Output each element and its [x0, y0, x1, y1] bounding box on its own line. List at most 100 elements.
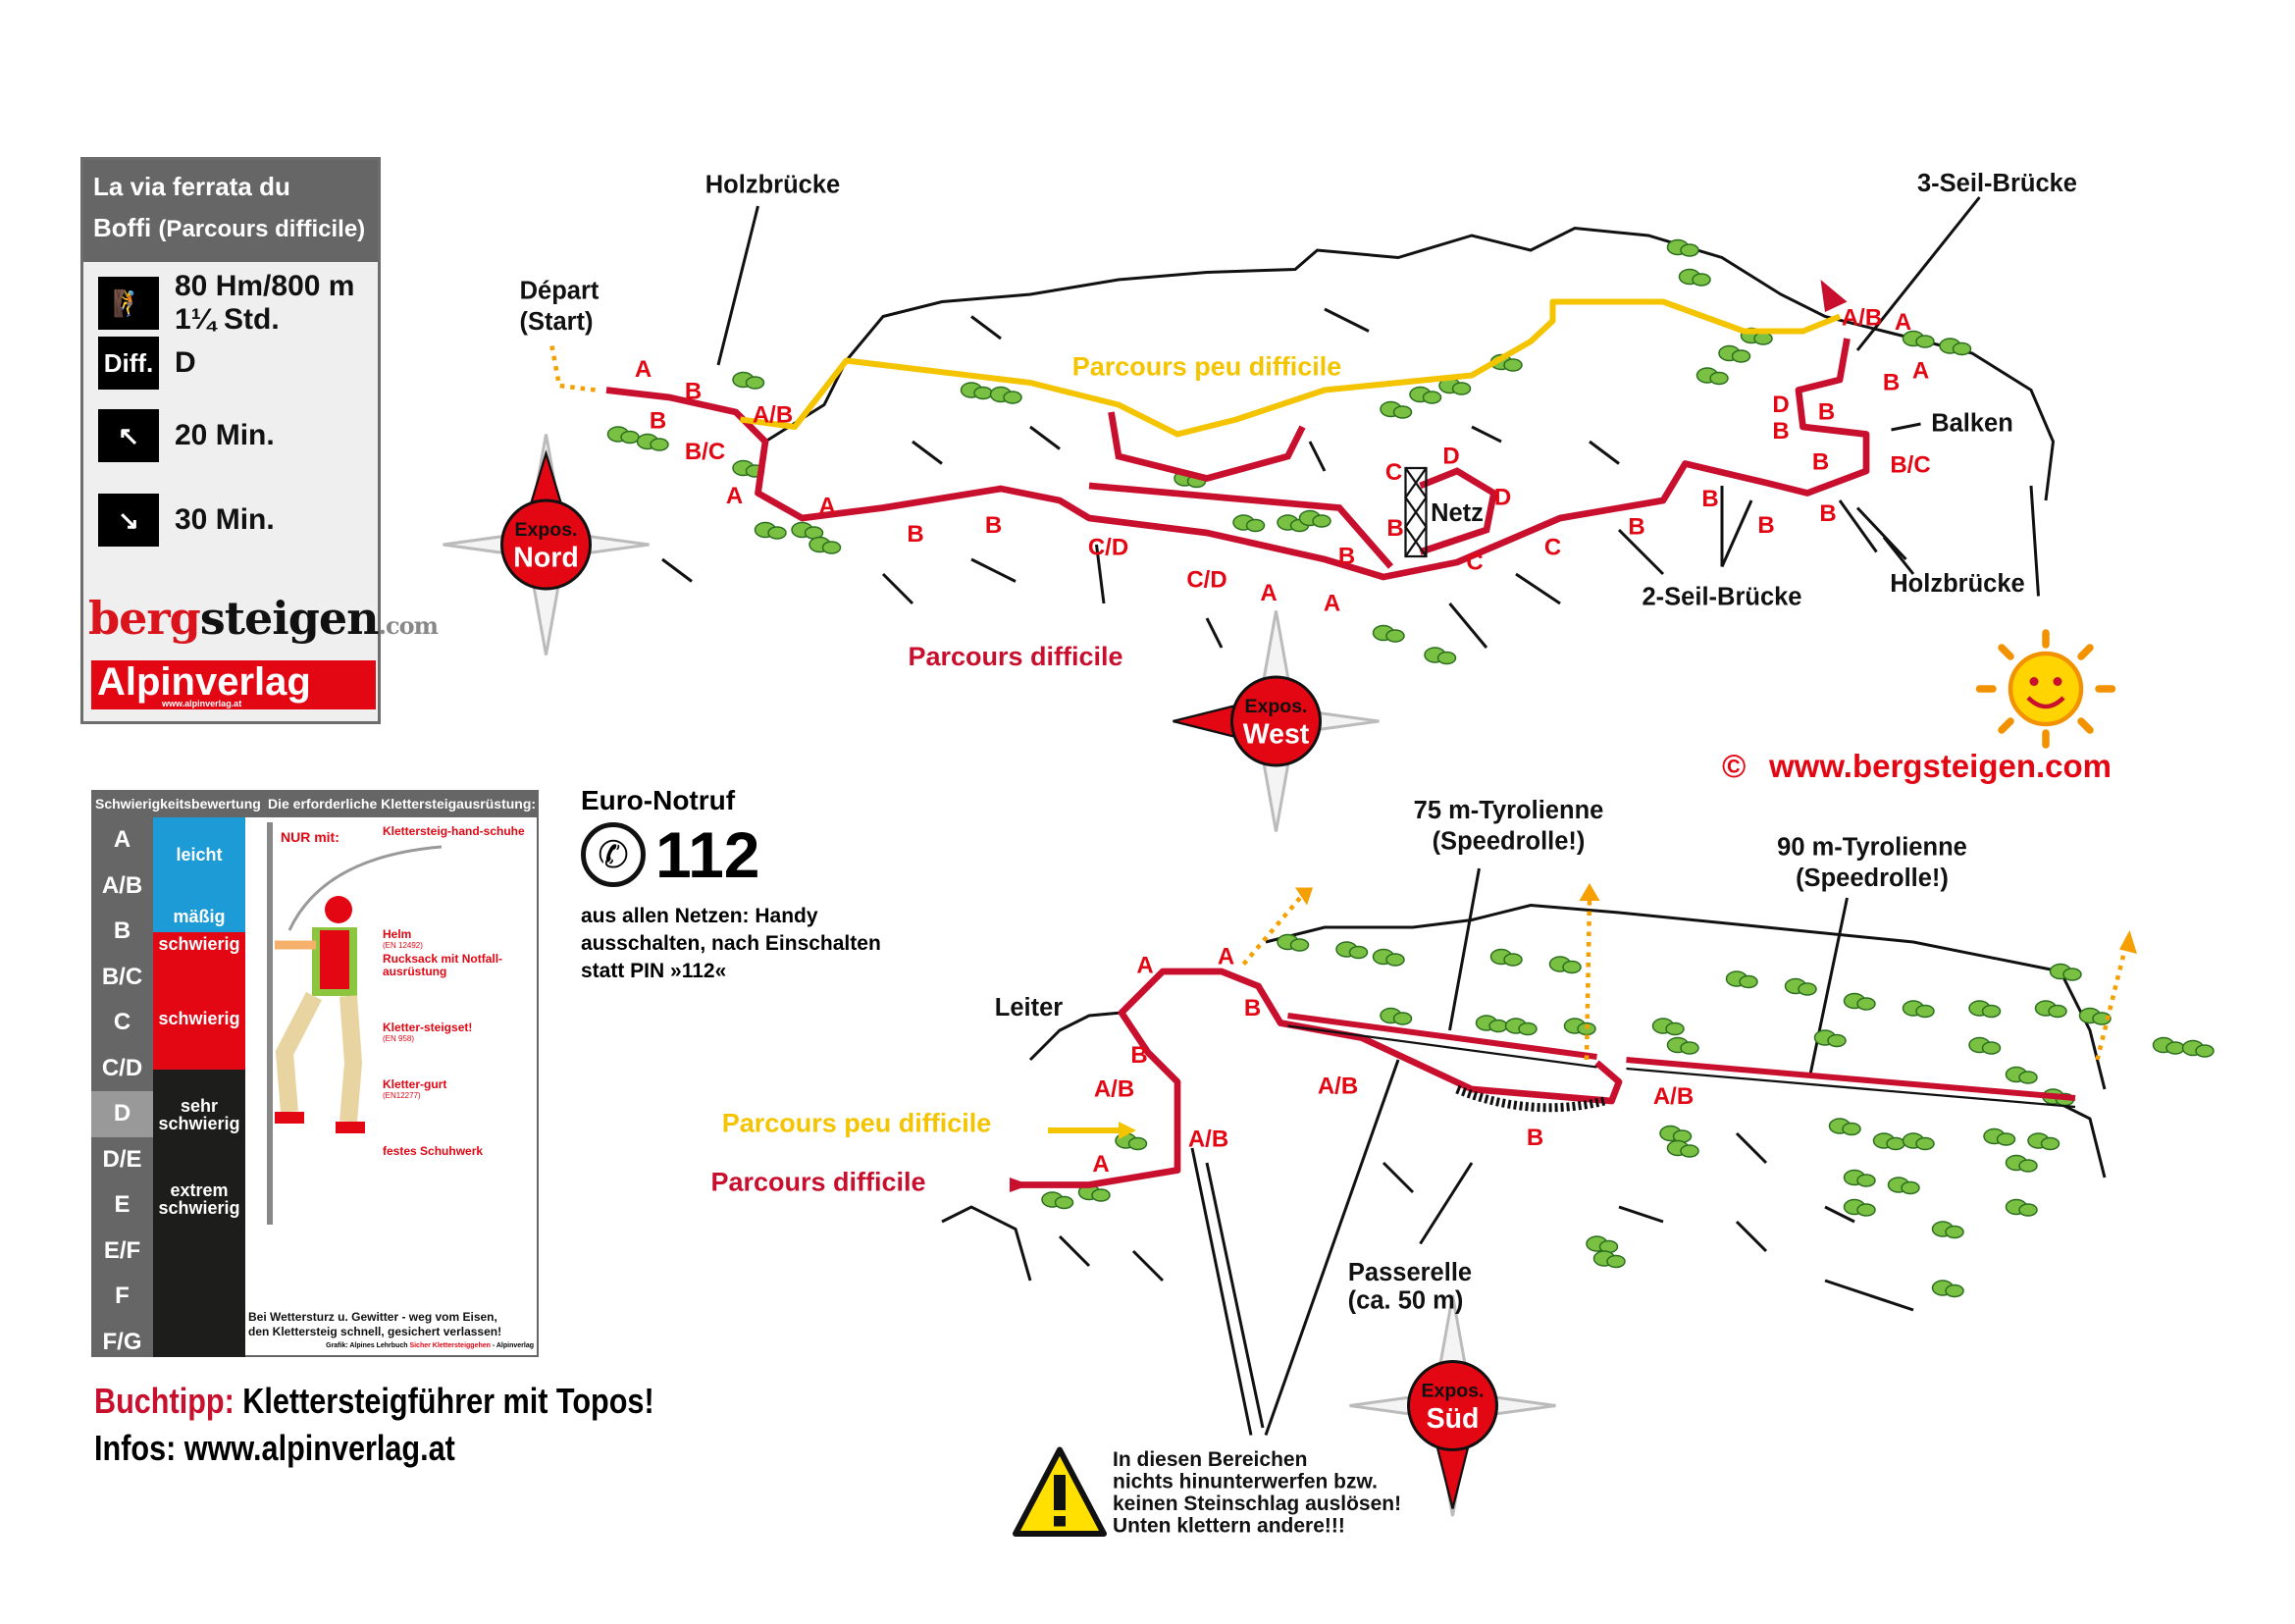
label-netz: Netz — [1431, 499, 1484, 527]
tree-icon — [2062, 968, 2082, 981]
tree-icon — [1901, 1180, 1920, 1195]
compass-line1: Expos. — [1422, 1381, 1485, 1402]
tree-icon — [2048, 1004, 2067, 1019]
tree-icon — [1436, 651, 1457, 665]
tree-icon — [1289, 938, 1310, 952]
grade-label: A — [1260, 580, 1277, 606]
emergency-title: Euro-Notruf — [581, 785, 736, 815]
equipment-item: festes Schuhwerk — [383, 1145, 530, 1158]
title-line1: La via ferrata du — [93, 172, 290, 201]
grade-d-e: D/E — [102, 1145, 142, 1173]
credit-b: Sicher Klettersteiggehen — [409, 1342, 491, 1349]
compass-line2: Süd — [1427, 1403, 1480, 1435]
tree-icon — [650, 438, 669, 451]
emergency-number[interactable]: 112 — [655, 818, 760, 891]
grade-label: A/B — [753, 402, 793, 429]
grade-label: C — [1466, 550, 1483, 576]
weather-warning-2: den Klettersteig schnell, gesichert verl… — [248, 1325, 502, 1338]
yellow-arrow-icon — [1119, 1122, 1136, 1139]
route-difficile-loop — [1108, 411, 1306, 482]
tree-icon — [1680, 1041, 1699, 1055]
approach-row: ↖ 20 Min. — [98, 409, 275, 462]
grade-label: B — [1818, 399, 1835, 426]
weather-warning-1: Bei Wettersturz u. Gewitter - weg vom Ei… — [248, 1310, 497, 1324]
grade-c-d: C/D — [101, 1054, 143, 1081]
equipment-name: Rucksack mit Notfall-ausrüstung — [383, 952, 503, 978]
info-panel: La via ferrata du Boffi (Parcours diffic… — [80, 157, 439, 724]
tree-icon — [1348, 945, 1369, 960]
tree-icon — [1739, 974, 1758, 989]
tree-icon — [745, 376, 765, 390]
credit-c: - Alpinverlag — [490, 1342, 534, 1349]
sun-icon — [1975, 629, 2116, 749]
route-difficile-top — [605, 338, 1870, 581]
grade-f-g: F/G — [102, 1328, 142, 1355]
credit-a: Grafik: Alpines Lehrbuch — [326, 1342, 410, 1349]
grade-f: F — [115, 1283, 130, 1309]
label-passerelle: Passerelle — [1348, 1259, 1472, 1286]
label-leiter: Leiter — [995, 994, 1064, 1022]
tree-icon — [1945, 1283, 1964, 1298]
grade-label: B — [1628, 514, 1644, 541]
grade-label: B — [650, 408, 666, 435]
net-icon — [1404, 466, 1428, 558]
buchtipp-infos[interactable]: Infos: www.alpinverlag.at — [94, 1428, 455, 1468]
compass-nord: Expos.Nord — [443, 434, 650, 655]
compass-sued: Expos.Süd — [1349, 1294, 1556, 1517]
category-schwierig: schwierig schwierig — [153, 932, 245, 1070]
climber-icon: 🧗 — [98, 277, 159, 330]
tree-icon — [1731, 349, 1751, 363]
nur-mit-label: NUR mit: — [281, 829, 339, 845]
cat-schwierig2-label: schwierig — [158, 1009, 240, 1028]
phone-icon: ✆ — [581, 822, 646, 887]
cat-schwierig1-label: schwierig — [158, 934, 240, 954]
tree-icon — [2040, 1136, 2060, 1151]
grade-label: A — [726, 483, 743, 509]
rockfall-warning-line2: nichts hinunterwerfen bzw. — [1113, 1471, 1378, 1493]
tree-icon — [1392, 405, 1413, 419]
grade-label: C/D — [1186, 567, 1226, 594]
tree-icon — [1842, 1122, 1861, 1136]
equipment-item: Kletter-gurt(EN12277) — [383, 1078, 530, 1101]
grade-label: A/B — [1188, 1126, 1228, 1153]
logo-part3: .com — [378, 611, 439, 640]
grade-a: A — [113, 826, 131, 853]
label-balken: Balken — [1931, 410, 2013, 438]
descent-row: ↘ 30 Min. — [98, 494, 275, 547]
tree-icon — [1606, 1254, 1626, 1269]
tree-icon — [1952, 341, 1972, 356]
rockfall-warning-line1: In diesen Bereichen — [1113, 1448, 1307, 1471]
equipment-name: Klettersteig-hand-schuhe — [383, 824, 525, 838]
equipment-name: festes Schuhwerk — [383, 1144, 484, 1158]
label-depart: Départ — [520, 278, 600, 305]
grade-label: A/B — [1653, 1083, 1694, 1110]
ascent-hiker-icon: ↖ — [98, 409, 159, 462]
exit-dotted-paths — [1241, 893, 2129, 1061]
equipment-name: Helm — [383, 927, 412, 941]
grade-label: A — [1136, 953, 1153, 979]
label-parcours-difficile-bottom: Parcours difficile — [710, 1168, 925, 1197]
grade-label: B — [685, 379, 702, 405]
route-peu-difficile-top — [740, 298, 1842, 438]
tree-icon — [973, 386, 993, 400]
copyright-url[interactable]: www.bergsteigen.com — [1768, 748, 2112, 784]
grade-label: D — [1772, 392, 1789, 418]
cat-extrem-1: extrem — [170, 1180, 229, 1200]
tree-icon — [1856, 1203, 1876, 1217]
tree-icon — [1981, 1041, 2002, 1055]
grade-label: B/C — [1890, 452, 1930, 479]
equipment-norm: (EN 958) — [383, 1034, 415, 1043]
tree-icon — [1827, 1033, 1847, 1048]
rockfall-warning-line3: keinen Steinschlag auslösen! — [1113, 1493, 1401, 1515]
grade-label: B — [1386, 515, 1403, 542]
grade-label: B — [907, 521, 923, 548]
legend-header-right: Die erforderliche Klettersteigausrüstung… — [268, 796, 537, 812]
logo-part1: berg — [88, 592, 201, 645]
label-passerelle-sub: (ca. 50 m) — [1348, 1287, 1464, 1315]
bergsteigen-logo: bergsteigen.com — [88, 592, 439, 645]
grade-d: D — [91, 1091, 153, 1137]
logo-part2: steigen — [199, 592, 380, 645]
grade-a-b: A/B — [101, 871, 143, 899]
